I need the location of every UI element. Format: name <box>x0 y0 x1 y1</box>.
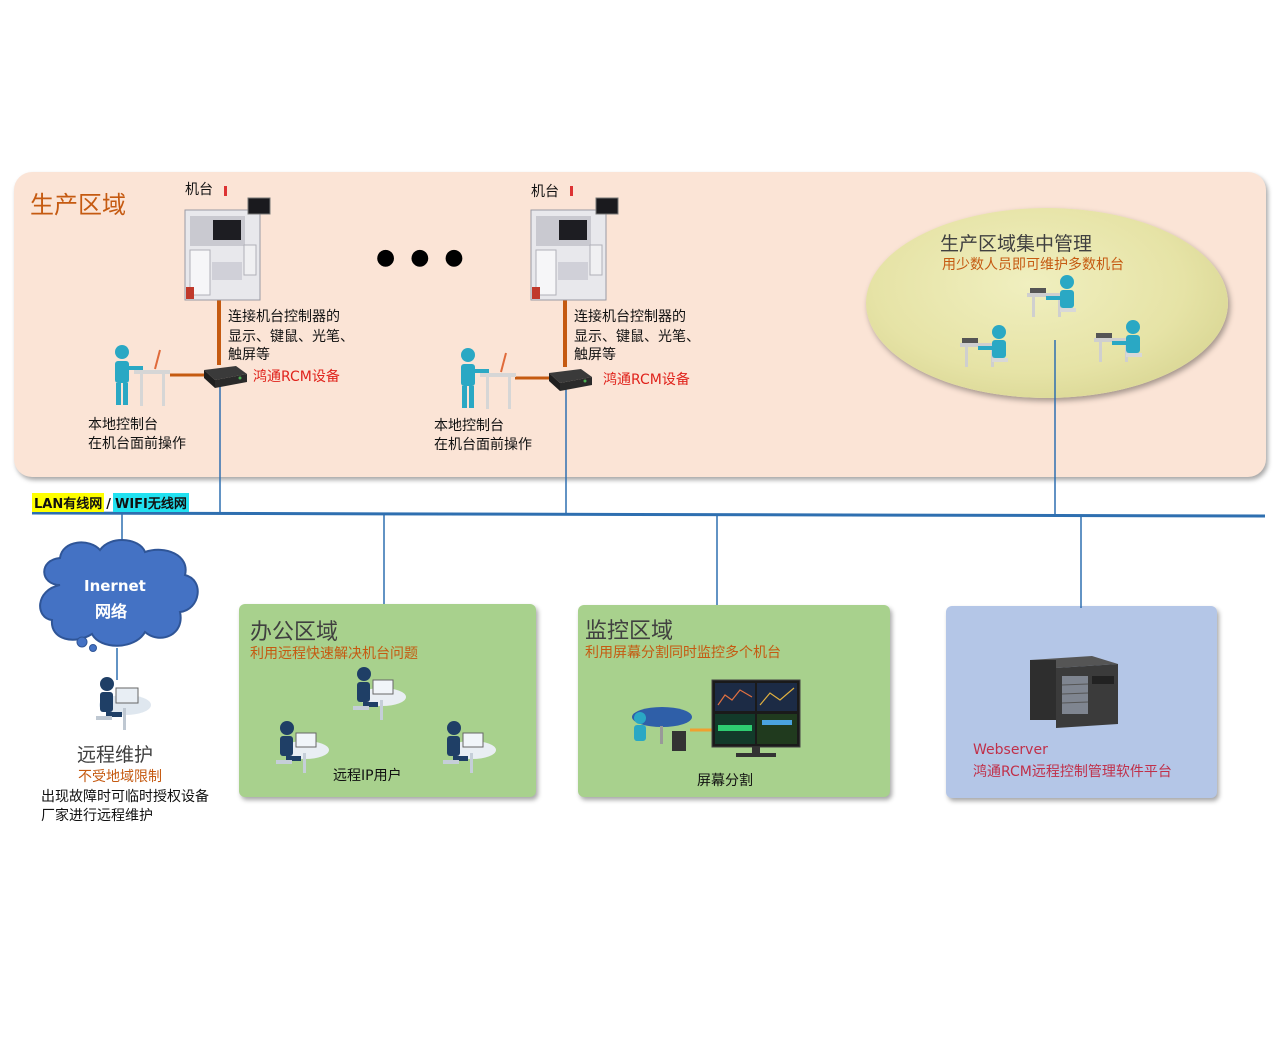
machine-2-label: 机台 <box>531 184 559 200</box>
connect-desc-1-line-1: 连接机台控制器的 <box>228 309 340 325</box>
seated-operator-2-icon <box>960 325 1008 367</box>
production-area-title: 生产区域 <box>30 191 126 219</box>
local-console-2-line-2: 在机台面前操作 <box>434 437 532 453</box>
office-area-title: 办公区域 <box>250 620 339 645</box>
rcm-device-2-label: 鸿通RCM设备 <box>603 372 690 388</box>
connect-desc-1-line-3: 触屏等 <box>228 347 270 363</box>
machine-2-icon <box>530 186 619 301</box>
central-management-ellipse <box>866 208 1228 398</box>
server-icon <box>1030 656 1118 728</box>
lan-label: LAN有线网 <box>32 493 105 512</box>
rcm-device-1-label: 鸿通RCM设备 <box>253 369 340 385</box>
remote-maintenance-desc-line-1: 出现故障时可临时授权设备 <box>41 789 209 805</box>
monitor-area-title: 监控区域 <box>585 619 674 644</box>
office-area-subtitle: 利用远程快速解决机台问题 <box>250 646 418 662</box>
remote-maintenance-subtitle: 不受地域限制 <box>78 769 162 785</box>
connect-desc-2-line-3: 触屏等 <box>574 347 616 363</box>
lan-bus-line <box>31 511 1266 518</box>
local-console-2-line-1: 本地控制台 <box>434 418 504 434</box>
seated-operator-3-icon <box>1094 320 1142 362</box>
connect-desc-2-line-1: 连接机台控制器的 <box>574 309 686 325</box>
remote-user-icon <box>96 677 151 730</box>
monitor-area-subtitle: 利用屏幕分割同时监控多个机台 <box>585 645 781 661</box>
standing-operator-1-icon <box>115 345 170 406</box>
monitor-operator-icon <box>632 707 692 751</box>
connect-desc-1-line-2: 显示、键鼠、光笔、 <box>228 329 354 345</box>
more-machines-ellipsis: ● ● ● <box>376 245 468 270</box>
connect-desc-2-line-2: 显示、键鼠、光笔、 <box>574 329 700 345</box>
standing-operator-2-icon <box>461 348 516 409</box>
remote-maintenance-desc-line-2: 厂家进行远程维护 <box>41 808 153 824</box>
office-area-caption: 远程IP用户 <box>333 768 402 784</box>
wifi-label: WIFI无线网 <box>112 493 189 512</box>
server-subtitle: 鸿通RCM远程控制管理软件平台 <box>973 764 1172 780</box>
central-management-title: 生产区域集中管理 <box>940 233 1093 255</box>
video-wall-icon <box>711 679 801 757</box>
monitor-area-caption: 屏幕分割 <box>697 773 753 789</box>
network-separator: / <box>106 497 111 512</box>
office-user-1-icon <box>353 667 406 720</box>
central-management-subtitle: 用少数人员即可维护多数机台 <box>942 257 1124 273</box>
remote-maintenance-title: 远程维护 <box>77 744 154 766</box>
machine-1-icon <box>184 186 271 301</box>
network-label: LAN有线网/WIFI无线网 <box>32 493 189 512</box>
rcm-device-2-icon <box>549 369 592 391</box>
rcm-device-1-icon <box>204 366 247 388</box>
local-console-1-line-1: 本地控制台 <box>88 417 158 433</box>
cloud-label-line-2: 网络 <box>95 602 128 621</box>
server-title: Webserver <box>973 742 1048 758</box>
seated-operator-1-icon <box>1027 275 1076 317</box>
cloud-label-line-1: Inernet <box>84 577 146 595</box>
local-console-1-line-2: 在机台面前操作 <box>88 436 186 452</box>
office-user-3-icon <box>443 721 496 773</box>
machine-1-label: 机台 <box>185 182 213 198</box>
office-user-2-icon <box>276 721 329 773</box>
cloud-icon <box>39 539 199 652</box>
